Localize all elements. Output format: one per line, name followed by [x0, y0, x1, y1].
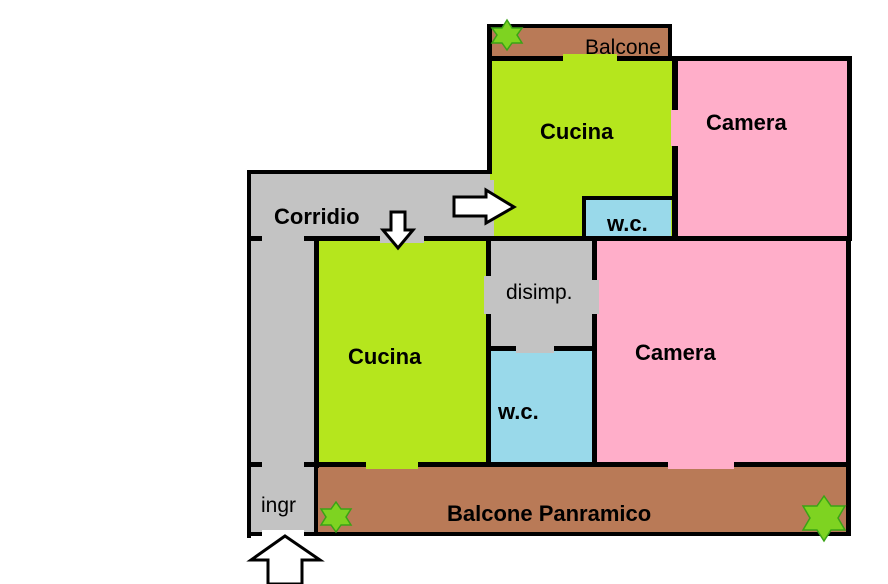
arrow-up-icon: [246, 534, 325, 584]
room-bedroom-lower: [595, 240, 849, 464]
room-kitchen-lower: [318, 240, 488, 464]
door-kitchen-balcony: [366, 460, 418, 469]
walls: [247, 24, 852, 538]
door-disimp-right: [590, 280, 599, 314]
label-camera-lower: Camera: [635, 340, 716, 365]
label-disimp: disimp.: [506, 281, 573, 304]
door-corridor-vertical: [262, 234, 304, 243]
door-bedroom-balcony: [668, 460, 734, 469]
label-corridio: Corridio: [274, 204, 360, 229]
label-balcone-top: Balcone: [585, 36, 661, 59]
door-entrance-bottom: [262, 530, 304, 538]
door-disimp-left: [484, 276, 493, 314]
label-balcone-panramico: Balcone Panramico: [447, 501, 651, 526]
star-icon: [490, 18, 524, 52]
room-bedroom-upper: [678, 60, 849, 238]
corridor-vertical: [250, 238, 316, 464]
label-ingr: ingr: [261, 494, 296, 517]
label-camera-upper: Camera: [706, 110, 787, 135]
entrance: [250, 464, 316, 534]
star-icon: [801, 494, 847, 543]
arrow-right-icon: [452, 187, 517, 226]
door-balcony-top: [563, 54, 617, 63]
door-kitchen-bedroom-upper: [671, 110, 679, 146]
label-cucina-upper: Cucina: [540, 119, 614, 144]
label-cucina-lower: Cucina: [348, 344, 422, 369]
balcony-panoramic: [316, 466, 849, 534]
room-wc-upper: [585, 199, 671, 238]
door-disimp-wc: [516, 344, 554, 353]
room-disimpegno: [490, 240, 594, 349]
arrow-down-icon: [379, 210, 417, 251]
door-entrance-top: [262, 460, 304, 469]
room-wc-lower: [490, 349, 592, 464]
corridor-horizontal: [250, 172, 490, 238]
star-icon: [319, 500, 353, 534]
label-wc-lower: w.c.: [497, 399, 539, 424]
label-wc-upper: w.c.: [606, 211, 648, 236]
